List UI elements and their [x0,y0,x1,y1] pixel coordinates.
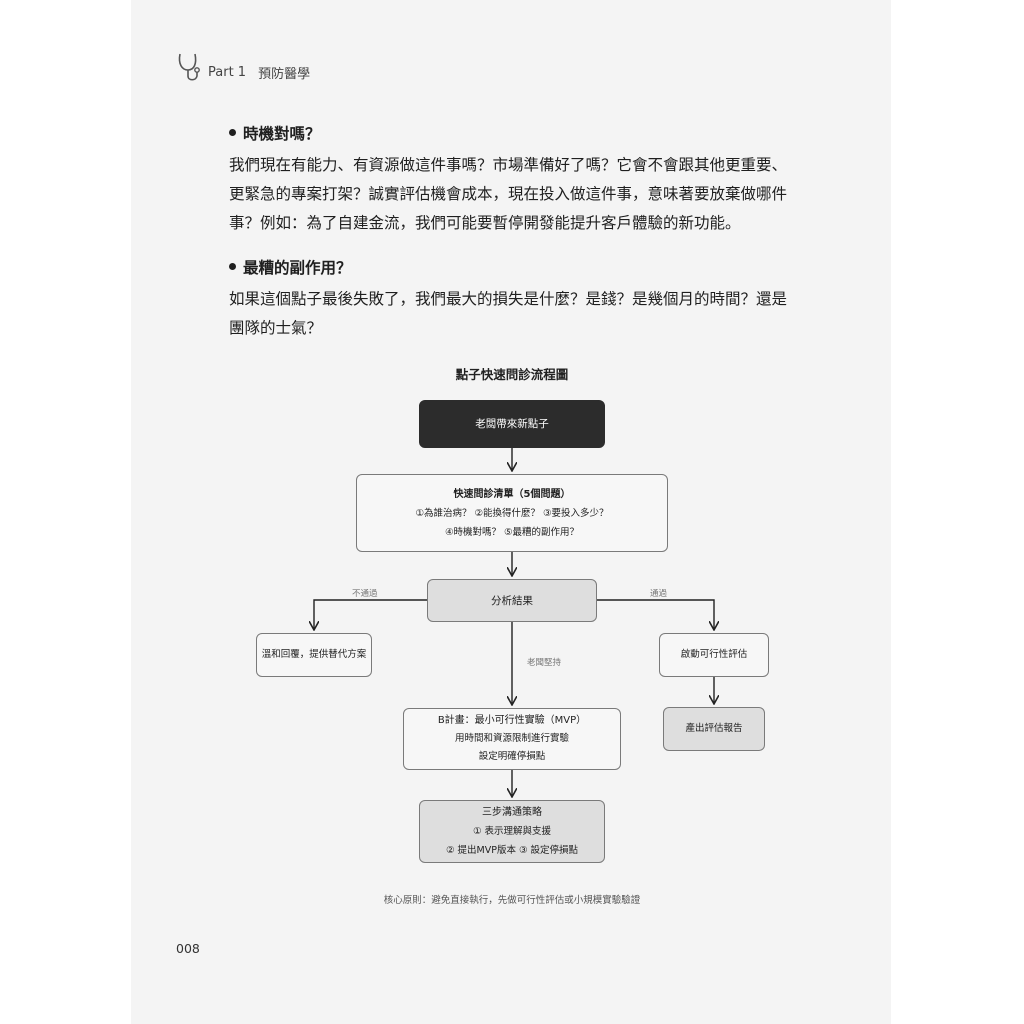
edge-label-pass: 通過 [650,589,668,599]
bullet-dot [229,263,236,270]
checklist-title: 快速問診清單（5個問題） [453,488,571,500]
text-line: 事？例如：為了自建金流，我們可能要暫停開發能提升客戶體驗的新功能。 [229,214,741,232]
node-reject: 溫和回覆，提供替代方案 [256,633,372,677]
node-start: 老闆帶來新點子 [419,400,605,448]
arrow-analysis-to-reject [314,599,427,629]
text-line: 我們現在有能力、有資源做這件事嗎？市場準備好了嗎？它會不會跟其他更重要、 [229,156,788,174]
section-heading-timing: 時機對嗎？ [229,122,321,144]
strategy-line: ② 提出MVP版本 ③ 設定停損點 [445,845,579,856]
bullet-dot [229,129,236,136]
strategy-line: ① 表示理解與支援 [472,826,552,837]
node-checklist: 快速問診清單（5個問題） ①為誰治病？ ②能換得什麼？ ③要投入多少？ ④時機對… [356,474,668,552]
plan-b-title: B計畫：最小可行性實驗（MVP） [437,715,587,726]
running-header: Part 1 預防醫學 [176,50,310,84]
checklist-line: ④時機對嗎？ ⑤最糟的副作用？ [444,526,580,538]
node-analysis: 分析結果 [427,579,597,622]
strategy-title: 三步溝通策略 [482,807,542,818]
text-line: 如果這個點子最後失敗了，我們最大的損失是什麼？是錢？是幾個月的時間？還是 [229,290,788,308]
chapter-title: 預防醫學 [258,66,311,82]
page-number: 008 [176,941,200,956]
node-plan-b: B計畫：最小可行性實驗（MVP） 用時間和資源限制進行實驗 設定明確停損點 [403,708,621,770]
arrow-analysis-to-feasibility [597,599,714,629]
text-line: 團隊的士氣？ [229,319,323,337]
checklist-line: ①為誰治病？ ②能換得什麼？ ③要投入多少？ [415,507,609,519]
flowchart-caption: 核心原則：避免直接執行，先做可行性評估或小規模實驗驗證 [383,895,641,906]
plan-b-line: 用時間和資源限制進行實驗 [454,733,569,744]
stethoscope-icon [178,53,200,81]
section-heading-side-effect: 最糟的副作用？ [229,256,352,278]
paragraph-side-effect: 如果這個點子最後失敗了，我們最大的損失是什麼？是錢？是幾個月的時間？還是 團隊的… [229,285,809,343]
edge-label-fail: 不通過 [352,589,378,599]
part-label: Part 1 [208,64,247,80]
node-strategy: 三步溝通策略 ① 表示理解與支援 ② 提出MVP版本 ③ 設定停損點 [419,800,605,863]
plan-b-line: 設定明確停損點 [478,751,546,762]
edge-label-insist: 老闆堅持 [527,658,562,668]
text-line: 更緊急的專案打架？誠實評估機會成本，現在投入做這件事，意味著要放棄做哪件 [229,185,788,203]
node-feasibility: 啟動可行性評估 [659,633,769,677]
node-report: 產出評估報告 [663,707,765,751]
flowchart-title: 點子快速問診流程圖 [455,367,569,382]
paragraph-timing: 我們現在有能力、有資源做這件事嗎？市場準備好了嗎？它會不會跟其他更重要、 更緊急… [229,151,809,238]
